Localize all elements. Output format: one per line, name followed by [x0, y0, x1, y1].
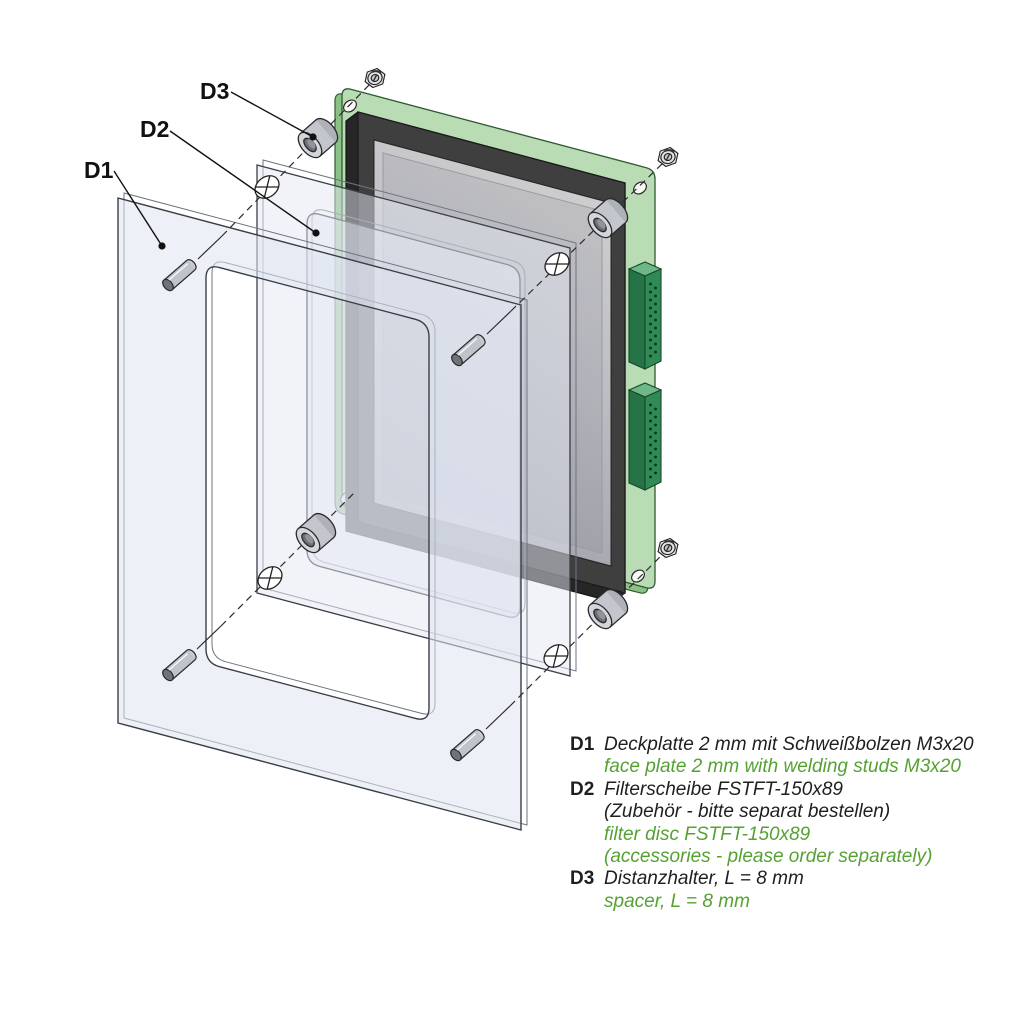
hex-nut-3 — [657, 537, 679, 559]
stud-1 — [162, 259, 197, 292]
pcb-hole-top-left — [343, 99, 357, 113]
callouts: D1 D2 D3 — [84, 78, 320, 250]
callout-label-d1: D1 — [84, 157, 114, 183]
legend-line: (accessories - please order separately) — [604, 846, 933, 868]
connector-right-face — [644, 268, 662, 370]
legend-line: filter disc FSTFT-150x89 — [604, 823, 811, 845]
stud-4 — [450, 729, 485, 762]
legend: D1 Deckplatte 2 mm mit Schweißbolzen M3x… — [570, 734, 974, 913]
connector-pins — [649, 282, 657, 358]
callout-label-d2: D2 — [140, 116, 169, 142]
callout-label-d3: D3 — [200, 78, 229, 104]
assembly-axes — [196, 82, 665, 730]
spacer-2 — [587, 197, 629, 239]
callout-d2: D2 — [140, 116, 320, 237]
callout-d1: D1 — [84, 157, 166, 250]
welding-studs — [162, 259, 486, 762]
axis-line-2 — [486, 161, 665, 335]
connector-left-face — [628, 389, 646, 491]
connector-right-face — [644, 389, 662, 491]
hole-markers — [254, 175, 570, 668]
face-plate-face — [117, 197, 522, 831]
legend-line: face plate 2 mm with welding studs M3x20 — [604, 756, 961, 778]
legend-key-d2: D2 — [570, 778, 595, 800]
legend-line: Deckplatte 2 mm mit Schweißbolzen M3x20 — [604, 734, 974, 755]
hole-marker-top-left — [254, 175, 280, 199]
leader-dot-d3 — [309, 133, 317, 141]
legend-line: Distanzhalter, L = 8 mm — [604, 868, 804, 890]
axis-line-1 — [197, 82, 372, 260]
filter-disc-plate — [256, 159, 577, 677]
hole-marker-top-right — [544, 252, 570, 276]
legend-key-d1: D1 — [570, 734, 595, 755]
connector-pins — [649, 403, 657, 479]
axis-line-4 — [485, 552, 665, 730]
pcb-hole-bottom-right — [631, 569, 645, 583]
legend-line: (Zubehör - bitte separat bestellen) — [604, 801, 891, 823]
pcb-connector-2 — [627, 382, 663, 491]
leader-dot-d1 — [158, 242, 166, 250]
stud-2 — [451, 334, 486, 367]
legend-line: Filterscheibe FSTFT-150x89 — [604, 778, 844, 800]
hex-nut-2 — [657, 146, 679, 168]
leader-line-d3 — [230, 91, 314, 138]
hex-nuts — [364, 67, 679, 559]
axis-line-3 — [196, 491, 356, 650]
spacers — [295, 117, 629, 630]
leader-line-d2 — [169, 130, 317, 234]
legend-line: spacer, L = 8 mm — [604, 890, 750, 912]
leader-line-d1 — [113, 170, 163, 247]
stud-3 — [162, 649, 197, 682]
connector-left-face — [628, 268, 646, 370]
filter-disc-face — [256, 164, 571, 677]
pcb-connector-1 — [627, 261, 663, 370]
face-plate — [117, 192, 528, 831]
leader-dot-d2 — [312, 229, 320, 237]
legend-key-d3: D3 — [570, 868, 595, 890]
hex-nut-1 — [364, 67, 386, 89]
pcb-hole-top-right — [633, 181, 647, 195]
hole-marker-bottom-right — [543, 644, 569, 668]
callout-d3: D3 — [200, 78, 317, 141]
pcb-mounting-holes — [340, 99, 647, 583]
spacer-4 — [587, 588, 629, 630]
hole-marker-bottom-left — [257, 566, 283, 590]
spacer-3 — [295, 512, 337, 554]
